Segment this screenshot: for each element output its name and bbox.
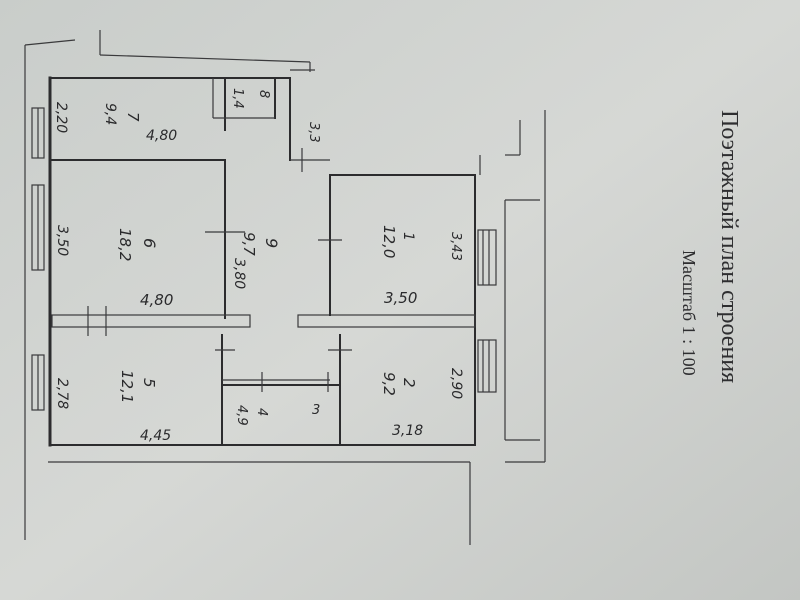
- plan-caption: Поэтажный план строения Масштаб 1 : 100: [679, 110, 742, 383]
- windows-right: [477, 229, 497, 393]
- room-7-area: 9,4: [102, 103, 118, 125]
- room-2-area: 9,2: [380, 372, 398, 396]
- room-8-label: 8: [256, 90, 271, 98]
- room-1-label: 1: [400, 232, 416, 241]
- plan-title: Поэтажный план строения: [716, 110, 742, 383]
- room-1-dim-a: 3,50: [384, 289, 417, 307]
- room-6-dim-a: 4,80: [140, 291, 173, 309]
- room-2-dim-a: 3,18: [392, 423, 423, 439]
- windows-left: [31, 107, 45, 411]
- room-9-area: 9,7: [240, 232, 258, 256]
- room-6-area: 18,2: [116, 228, 134, 261]
- room-2-dim-b: 2,90: [448, 368, 464, 399]
- interior-walls: [49, 62, 476, 446]
- room-5-label: 5: [140, 378, 158, 388]
- room-7-dim-a: 4,80: [146, 128, 177, 144]
- stair-dim: 3,3: [306, 122, 321, 143]
- room-9-dim-a: 3,80: [231, 258, 247, 289]
- room-2-label: 2: [400, 378, 418, 388]
- room-8-area: 1,4: [230, 88, 245, 109]
- room-9-label: 9: [262, 238, 281, 248]
- room-4-label: 4: [254, 408, 269, 416]
- room-7-dim-b: 2,20: [53, 102, 69, 133]
- room-5-area: 12,1: [118, 370, 136, 403]
- plan-scale: Масштаб 1 : 100: [679, 250, 699, 376]
- room-5-dim-b: 2,78: [54, 378, 70, 409]
- room-6-dim-b: 3,50: [54, 225, 70, 256]
- room-5-dim-a: 4,45: [140, 428, 171, 444]
- room-labels: 7 9,4 4,80 2,20 8 1,4 6 18,2 4,80 3,50 9…: [53, 88, 464, 444]
- room-7-label: 7: [124, 112, 142, 122]
- room-1-dim-b: 3,43: [448, 232, 463, 261]
- room-1-area: 12,0: [380, 225, 398, 258]
- room-3-label: 3: [312, 403, 320, 418]
- room-4-area: 4,9: [234, 405, 249, 426]
- room-6-label: 6: [140, 238, 159, 248]
- exterior-walls: [24, 30, 546, 545]
- door-marks: [87, 148, 352, 392]
